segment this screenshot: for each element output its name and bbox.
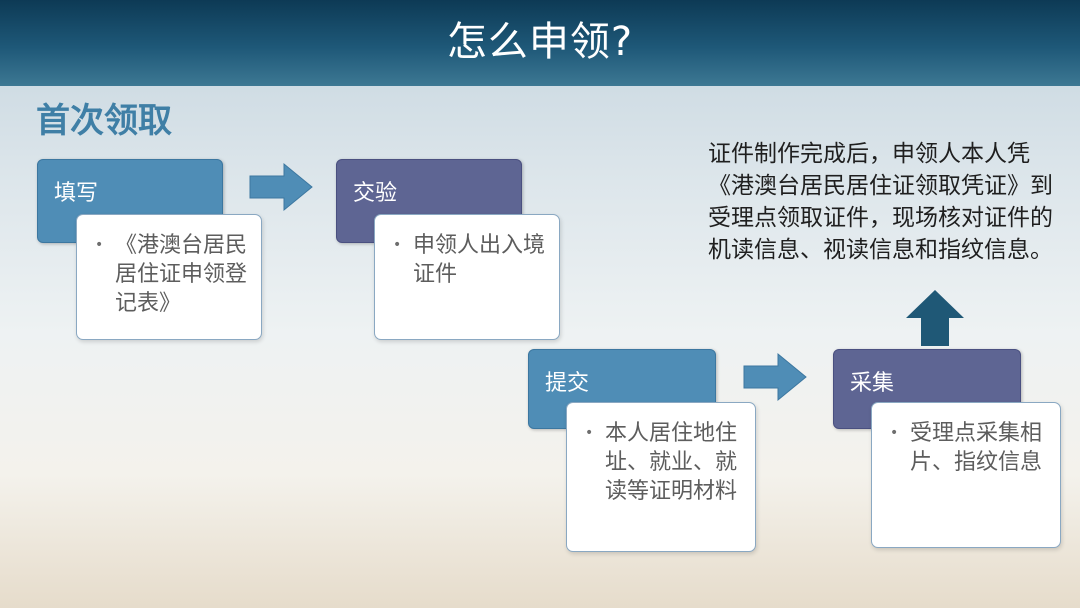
step-collect-detail: 受理点采集相片、指纹信息 (910, 421, 1043, 475)
step-fill-card: • 《港澳台居民居住证申领登记表》 (76, 214, 262, 340)
step-verify-label: 交验 (353, 181, 398, 206)
step-verify-card: • 申领人出入境证件 (374, 214, 560, 340)
right-arrow-icon (743, 352, 807, 402)
bullet-icon: • (393, 237, 402, 253)
step-fill-label: 填写 (54, 181, 99, 206)
step-submit-card: • 本人居住地住址、就业、就读等证明材料 (566, 402, 756, 552)
title-banner: 怎么申领? (0, 0, 1080, 86)
step-fill-detail: 《港澳台居民居住证申领登记表》 (115, 233, 248, 316)
bullet-icon: • (95, 237, 104, 253)
right-arrow-icon (249, 162, 313, 212)
step-submit-label: 提交 (545, 371, 590, 396)
step-verify-detail: 申领人出入境证件 (413, 233, 546, 287)
collection-note: 证件制作完成后，申领人本人凭《港澳台居民居住证领取凭证》到受理点领取证件，现场核… (708, 141, 1053, 263)
step-collect-card: • 受理点采集相片、指纹信息 (871, 402, 1061, 548)
step-submit-detail: 本人居住地住址、就业、就读等证明材料 (605, 421, 738, 504)
step-collect-label: 采集 (850, 371, 895, 396)
up-arrow-icon (906, 290, 964, 346)
bullet-icon: • (890, 425, 899, 441)
page-title: 怎么申领? (446, 19, 634, 65)
section-title: 首次领取 (36, 101, 172, 141)
bullet-icon: • (585, 425, 594, 441)
